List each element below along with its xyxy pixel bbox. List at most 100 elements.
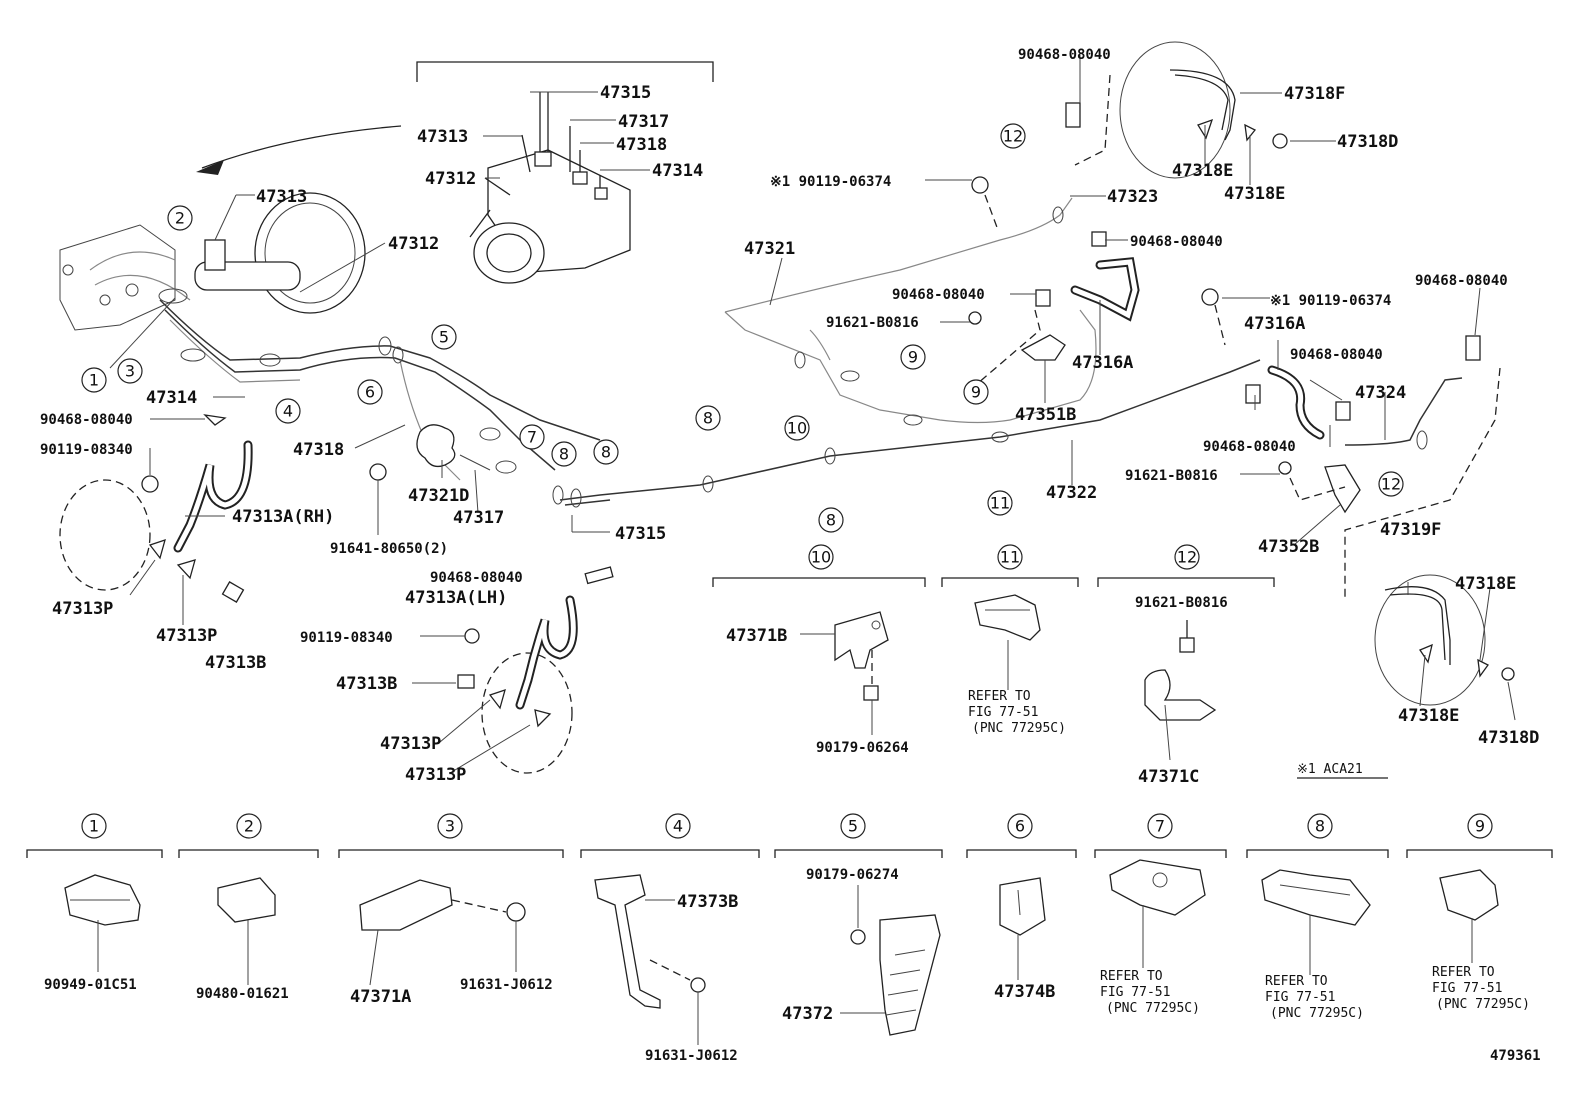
part-label: 47374B xyxy=(994,982,1055,1002)
callout-6: 6 xyxy=(365,383,375,402)
part-label: 47314 xyxy=(146,388,197,408)
part-label: 47313P xyxy=(405,765,466,785)
detail-box-frames-lower xyxy=(26,849,1553,858)
refer-note: REFER TO xyxy=(1432,965,1495,980)
part-label: 47322 xyxy=(1046,483,1097,503)
part-label: 47313P xyxy=(52,599,113,619)
part-label: 47313A(RH) xyxy=(232,507,334,527)
rear-pipe-47321 xyxy=(724,197,1097,424)
callout-9: 9 xyxy=(908,348,918,367)
clamp-markers xyxy=(158,206,1428,508)
part-label: 47315 xyxy=(615,524,666,544)
box-number-6: 6 xyxy=(1015,817,1025,836)
rear-top-right-hose xyxy=(1065,41,1288,179)
part-label: 90179-06264 xyxy=(816,740,909,756)
refer-note: (PNC 77295C) xyxy=(1106,1001,1200,1016)
part-label: 47319F xyxy=(1380,520,1441,540)
part-label: 47324 xyxy=(1355,383,1406,403)
labels-layer: 1 2 3 4 5 6 7 8 8 8 8 9 9 10 11 12 12 10… xyxy=(40,47,1541,1064)
part-label: 47372 xyxy=(782,1004,833,1024)
callout-10: 10 xyxy=(787,419,807,438)
part-label: 91641-80650(2) xyxy=(330,541,448,557)
refer-note: FIG 77-51 xyxy=(1100,985,1170,1000)
part-label: 47318E xyxy=(1224,184,1285,204)
abs-actuator-detail xyxy=(196,61,714,284)
box-number-12: 12 xyxy=(1177,548,1197,567)
callout-3: 3 xyxy=(125,362,135,381)
part-label: 91621-B0816 xyxy=(1125,468,1218,484)
part-label: 47312 xyxy=(425,169,476,189)
rear-hose-47316A-left xyxy=(968,176,1140,391)
part-label: 47352B xyxy=(1258,537,1319,557)
part-label: 47317 xyxy=(453,508,504,528)
box-number-10: 10 xyxy=(811,548,831,567)
master-cylinder-assembly xyxy=(59,192,366,331)
callout-4: 4 xyxy=(283,402,293,421)
figure-number: 479361 xyxy=(1490,1048,1541,1064)
part-label: 47314 xyxy=(652,161,703,181)
callout-11: 11 xyxy=(990,494,1010,513)
callout-5: 5 xyxy=(439,328,449,347)
footnote: ※1 ACA21 xyxy=(1297,762,1363,777)
part-label: 47371C xyxy=(1138,767,1199,787)
refer-note: REFER TO xyxy=(1100,969,1163,984)
part-label: 47318D xyxy=(1478,728,1539,748)
box-number-7: 7 xyxy=(1155,817,1165,836)
part-label: 47317 xyxy=(618,112,669,132)
callout-8: 8 xyxy=(703,409,713,428)
part-label: 47316A xyxy=(1244,314,1305,334)
part-label: 47315 xyxy=(600,83,651,103)
part-label: 90468-08040 xyxy=(1415,273,1508,289)
callout-2: 2 xyxy=(175,209,185,228)
part-label: 47313P xyxy=(380,734,441,754)
part-label: 90468-08040 xyxy=(1203,439,1296,455)
part-label: 47371B xyxy=(726,626,787,646)
part-label: 47371A xyxy=(350,987,411,1007)
part-label: 47312 xyxy=(388,234,439,254)
refer-note: FIG 77-51 xyxy=(968,705,1038,720)
part-label: 47318F xyxy=(1284,84,1345,104)
refer-note: (PNC 77295C) xyxy=(972,721,1066,736)
part-label: 47318E xyxy=(1172,161,1233,181)
part-label: 90468-08040 xyxy=(1018,47,1111,63)
part-label: ※1 90119-06374 xyxy=(770,174,891,190)
part-label: 91631-J0612 xyxy=(460,977,553,993)
refer-note: REFER TO xyxy=(1265,974,1328,989)
callout-1: 1 xyxy=(89,371,99,390)
box-number-8: 8 xyxy=(1315,817,1325,836)
part-label: 47321 xyxy=(744,239,795,259)
front-left-hose xyxy=(457,566,614,774)
callout-8: 8 xyxy=(559,445,569,464)
part-label: 47318E xyxy=(1398,706,1459,726)
rear-lower-right-assembly xyxy=(1344,367,1515,706)
part-label: 91631-J0612 xyxy=(645,1048,738,1064)
refer-note: (PNC 77295C) xyxy=(1436,997,1530,1012)
callout-9: 9 xyxy=(971,383,981,402)
detail-box-frames-upper xyxy=(712,577,1388,779)
part-label: 47316A xyxy=(1072,353,1133,373)
part-label: 47321D xyxy=(408,486,469,506)
part-label: 90468-08040 xyxy=(40,412,133,428)
refer-note: REFER TO xyxy=(968,689,1031,704)
part-label: 47313B xyxy=(336,674,397,694)
part-label: 47313P xyxy=(156,626,217,646)
part-label: 47323 xyxy=(1107,187,1158,207)
box-number-5: 5 xyxy=(848,817,858,836)
detail-part-shapes xyxy=(64,594,1499,1036)
front-right-hose xyxy=(59,414,253,603)
part-label: 47313 xyxy=(417,127,468,147)
callout-circles xyxy=(81,123,1493,839)
box-number-9: 9 xyxy=(1475,817,1485,836)
part-label: 47318 xyxy=(616,135,667,155)
part-label: 90468-08040 xyxy=(892,287,985,303)
center-junction-parts xyxy=(369,424,491,481)
refer-note: FIG 77-51 xyxy=(1265,990,1335,1005)
part-label: 90468-08040 xyxy=(430,570,523,586)
refer-note: FIG 77-51 xyxy=(1432,981,1502,996)
refer-note: (PNC 77295C) xyxy=(1270,1006,1364,1021)
box-number-1: 1 xyxy=(89,817,99,836)
part-label: ※1 90119-06374 xyxy=(1270,293,1391,309)
part-label: 90468-08040 xyxy=(1290,347,1383,363)
